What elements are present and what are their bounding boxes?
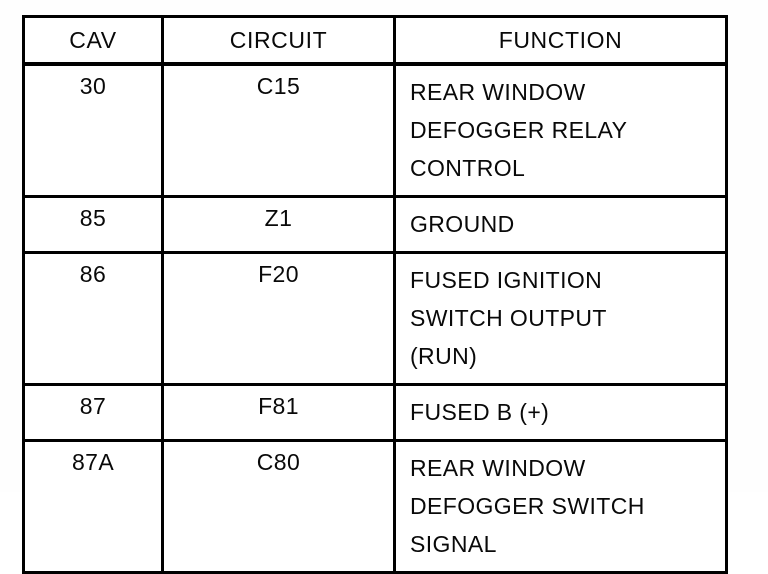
cell-circuit: C80: [162, 440, 396, 573]
table-row: 86 F20 FUSED IGNITION SWITCH OUTPUT (RUN…: [23, 252, 727, 386]
function-value: FUSED IGNITION SWITCH OUTPUT (RUN): [410, 267, 607, 369]
cell-cav: 30: [23, 64, 164, 198]
cell-cav: 86: [23, 252, 164, 386]
column-header-function: FUNCTION: [394, 16, 727, 66]
table-row: 87 F81 FUSED B (+): [23, 384, 727, 442]
page-canvas: CAV CIRCUIT FUNCTION 30 C15 REAR WINDOW …: [22, 15, 728, 574]
table-row: 85 Z1 GROUND: [23, 196, 727, 254]
column-header-circuit: CIRCUIT: [162, 16, 396, 66]
cell-cav: 87A: [23, 440, 164, 573]
relay-cavity-assignment-table: CAV CIRCUIT FUNCTION 30 C15 REAR WINDOW …: [22, 15, 728, 574]
function-value: REAR WINDOW DEFOGGER SWITCH SIGNAL: [410, 455, 645, 557]
cell-function: FUSED B (+): [394, 384, 727, 442]
function-value: GROUND: [410, 211, 515, 237]
table-header: CAV CIRCUIT FUNCTION: [23, 16, 727, 66]
circuit-value: F20: [258, 261, 299, 287]
table-header-row: CAV CIRCUIT FUNCTION: [23, 16, 727, 66]
cell-circuit: Z1: [162, 196, 396, 254]
cav-value: 30: [79, 73, 107, 99]
table-row: 30 C15 REAR WINDOW DEFOGGER RELAY CONTRO…: [23, 64, 727, 198]
circuit-value: F81: [258, 393, 299, 419]
cell-circuit: C15: [162, 64, 396, 198]
table-body: 30 C15 REAR WINDOW DEFOGGER RELAY CONTRO…: [23, 64, 727, 573]
function-value: REAR WINDOW DEFOGGER RELAY CONTROL: [410, 79, 628, 181]
cell-function: REAR WINDOW DEFOGGER RELAY CONTROL: [394, 64, 727, 198]
cell-cav: 87: [23, 384, 164, 442]
circuit-value: C80: [256, 449, 301, 475]
table-row: 87A C80 REAR WINDOW DEFOGGER SWITCH SIGN…: [23, 440, 727, 573]
cell-function: GROUND: [394, 196, 727, 254]
cell-function: FUSED IGNITION SWITCH OUTPUT (RUN): [394, 252, 727, 386]
cell-cav: 85: [23, 196, 164, 254]
cell-circuit: F81: [162, 384, 396, 442]
cav-value: 87A: [71, 449, 115, 475]
circuit-value: Z1: [264, 205, 293, 231]
circuit-value: C15: [256, 73, 301, 99]
cav-value: 87: [79, 393, 107, 419]
cell-circuit: F20: [162, 252, 396, 386]
cell-function: REAR WINDOW DEFOGGER SWITCH SIGNAL: [395, 441, 727, 573]
function-value: FUSED B (+): [410, 399, 550, 425]
column-header-cav: CAV: [23, 16, 164, 66]
cav-value: 85: [79, 205, 107, 231]
cav-value: 86: [79, 261, 107, 287]
